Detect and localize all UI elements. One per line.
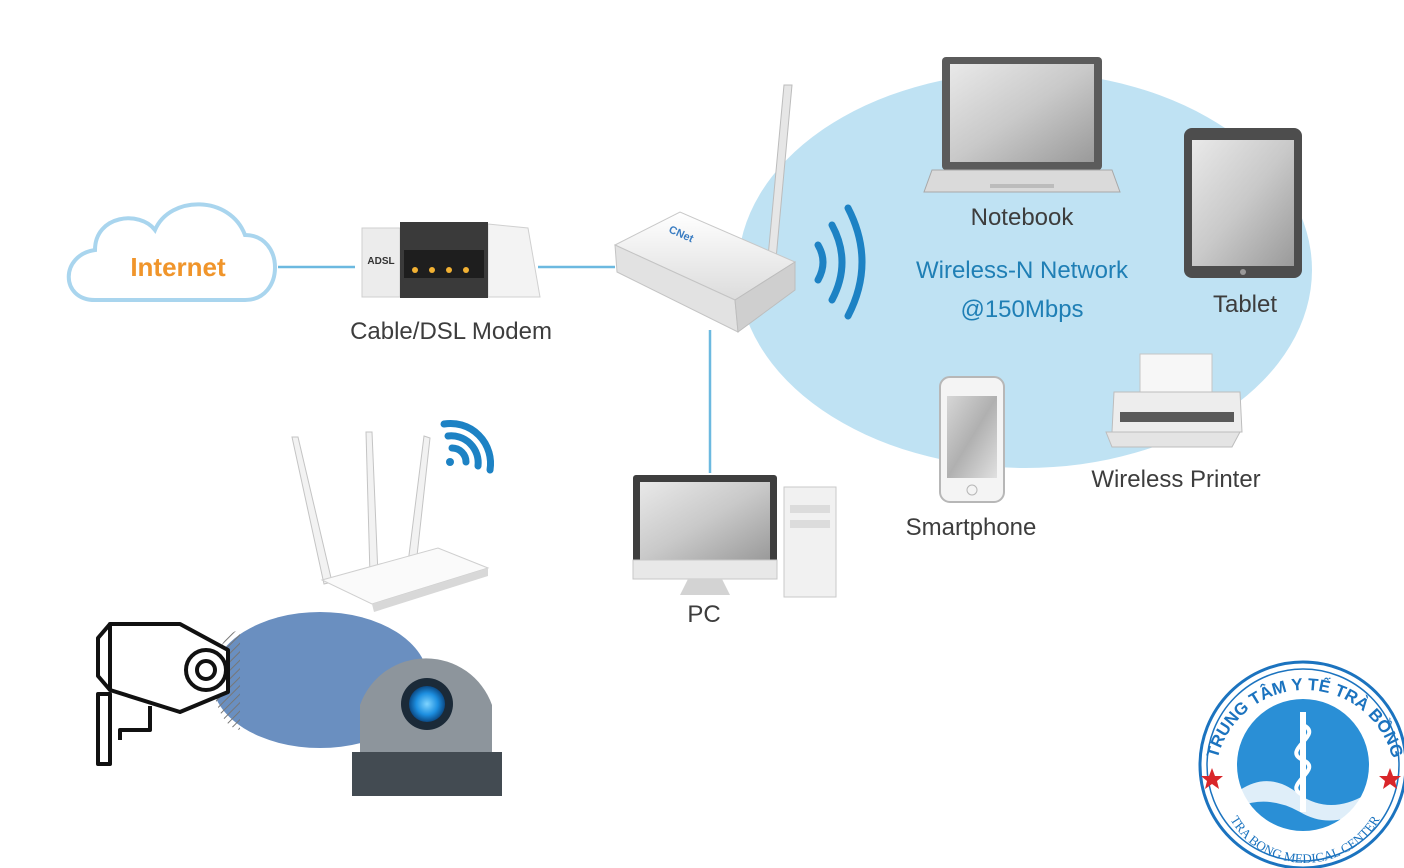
network-caption-line2: @150Mbps	[960, 296, 1083, 323]
network-caption-line1: Wireless-N Network	[916, 257, 1129, 284]
modem-icon: ADSL	[361, 222, 541, 298]
internet-cloud-icon: Internet	[66, 202, 277, 302]
dome-camera-icon	[352, 658, 502, 796]
modem-label: Cable/DSL Modem	[350, 318, 552, 345]
tablet-icon	[1184, 128, 1302, 278]
pc-icon	[632, 475, 837, 598]
logo-star-right-icon	[1379, 768, 1401, 789]
modem-tag: ADSL	[367, 256, 394, 267]
notebook-icon	[923, 57, 1121, 193]
smartphone-icon	[939, 376, 1005, 503]
printer-label: Wireless Printer	[1091, 466, 1260, 493]
logo-star-left-icon	[1201, 768, 1223, 789]
wifi-router-icon	[291, 431, 490, 612]
printer-icon	[1105, 353, 1243, 448]
internet-label: Internet	[130, 252, 226, 282]
security-camera-icon	[96, 622, 230, 766]
tablet-label: Tablet	[1213, 291, 1277, 318]
wifi-icon	[440, 419, 495, 474]
pc-label: PC	[687, 601, 720, 628]
wifi-signal-icon	[814, 204, 866, 320]
smartphone-label: Smartphone	[906, 514, 1037, 541]
notebook-label: Notebook	[971, 204, 1075, 231]
medical-center-logo: TRUNG TÂM Y TẾ TRÀ BỒNG TRA BONG MEDICAL…	[1198, 660, 1404, 868]
router-icon: CNet	[613, 84, 797, 333]
connection-lines	[278, 265, 712, 473]
